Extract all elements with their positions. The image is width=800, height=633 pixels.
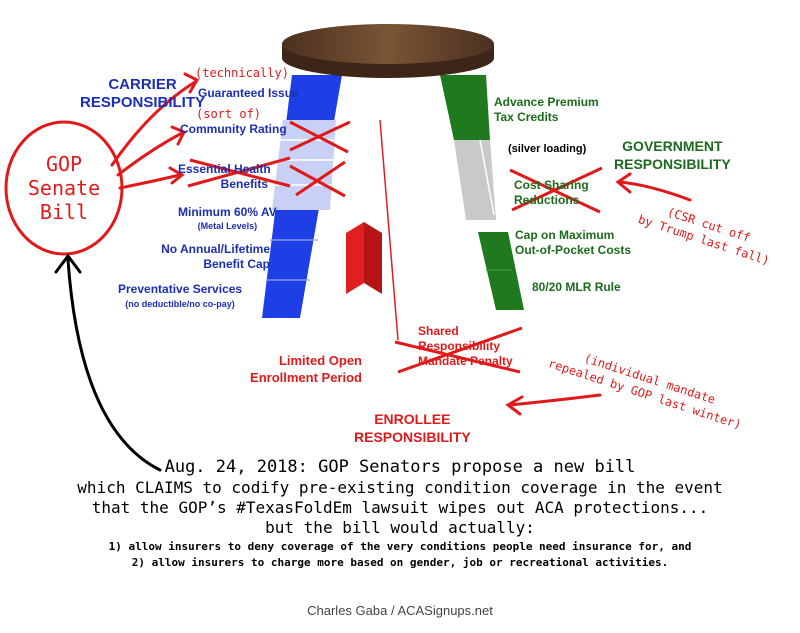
gop-senate-bill-label: GOP Senate Bill <box>14 152 114 224</box>
csr-line2: Reductions <box>514 193 580 207</box>
enrollee-heading-line1: ENROLLEE <box>374 411 451 427</box>
shared-line1: Shared <box>418 324 459 338</box>
prev-line2: (no deductible/no co-pay) <box>125 299 235 309</box>
carrier-heading-line1: CARRIER <box>108 76 177 93</box>
oop-line1: Cap on Maximum <box>515 228 615 242</box>
silver-loading-label: (silver loading) <box>508 143 587 155</box>
strike-marks <box>187 120 603 374</box>
footer-arrow <box>54 253 162 472</box>
carrier-leg <box>262 75 342 318</box>
footer-line3: that the GOP’s #TexasFoldEm lawsuit wipe… <box>91 498 709 517</box>
cap-line1: No Annual/Lifetime <box>161 242 270 256</box>
csr-label: Cost Sharing Reductions <box>514 178 589 208</box>
cap-line2: Benefit Cap <box>203 257 270 271</box>
stool-seat <box>282 24 494 78</box>
footer-line5: 1) allow insurers to deny coverage of th… <box>108 540 692 553</box>
mlr-rule-label: 80/20 MLR Rule <box>532 280 621 294</box>
open-line1: Limited Open <box>278 353 362 368</box>
carrier-heading: CARRIER RESPONSIBILITY <box>80 76 205 112</box>
enrollee-heading: ENROLLEE RESPONSIBILITY <box>354 410 471 446</box>
government-heading-line2: RESPONSIBILITY <box>614 156 731 172</box>
enrollee-heading-line2: RESPONSIBILITY <box>354 429 471 445</box>
ehb-line1: Essential Health <box>178 162 271 176</box>
gop-line3: Bill <box>39 200 89 224</box>
guaranteed-issue-label: Guaranteed Issue <box>198 86 299 100</box>
enrollee-leg <box>346 222 382 294</box>
shared-line3: Mandate Penalty <box>418 354 513 368</box>
footer-line6: 2) allow insurers to charge more based o… <box>131 556 669 569</box>
bill-arrows <box>110 72 200 190</box>
mandate-line <box>379 119 399 341</box>
preventative-services-label: Preventative Services (no deductible/no … <box>118 282 242 312</box>
prev-line1: Preventative Services <box>118 282 243 296</box>
oop-cap-label: Cap on Maximum Out-of-Pocket Costs <box>515 228 631 258</box>
aptc-line1: Advance Premium <box>494 95 599 109</box>
government-heading-line1: GOVERNMENT <box>622 138 723 154</box>
oop-line2: Out-of-Pocket Costs <box>515 243 632 257</box>
ehb-line2: Benefits <box>220 177 269 191</box>
footer-line1: Aug. 24, 2018: GOP Senators propose a ne… <box>164 457 636 477</box>
carrier-heading-line2: RESPONSIBILITY <box>80 94 206 111</box>
credit-line: Charles Gaba / ACASignups.net <box>307 603 493 618</box>
shared-line2: Responsibility <box>418 339 501 353</box>
community-rating-label: Community Rating <box>180 122 287 136</box>
gop-bill-circle <box>4 120 124 256</box>
government-heading: GOVERNMENT RESPONSIBILITY <box>614 137 731 173</box>
open-line2: Enrollment Period <box>250 370 362 385</box>
aptc-line2: Tax Credits <box>494 110 559 124</box>
gop-line2: Senate <box>27 176 101 200</box>
shared-responsibility-label: Shared Responsibility Mandate Penalty <box>418 324 513 369</box>
government-leg <box>440 75 524 310</box>
av-line1: Minimum 60% AV <box>178 205 277 219</box>
note-technically: (technically) <box>195 66 289 80</box>
av-line2: (Metal Levels) <box>197 221 258 231</box>
essential-health-benefits-label: Essential Health Benefits <box>178 162 271 192</box>
aptc-label: Advance Premium Tax Credits <box>494 95 599 125</box>
note-arrows <box>505 172 692 416</box>
gop-line1: GOP <box>45 152 83 176</box>
footer-line4: but the bill would actually: <box>265 518 535 537</box>
csr-line1: Cost Sharing <box>514 178 589 192</box>
open-enrollment-label: Limited Open Enrollment Period <box>246 352 362 386</box>
benefit-cap-label: No Annual/Lifetime Benefit Cap <box>140 242 270 272</box>
note-sort-of: (sort of) <box>196 107 262 121</box>
footer-line2: which CLAIMS to codify pre-existing cond… <box>77 478 723 497</box>
minimum-av-label: Minimum 60% AV (Metal Levels) <box>178 205 277 233</box>
